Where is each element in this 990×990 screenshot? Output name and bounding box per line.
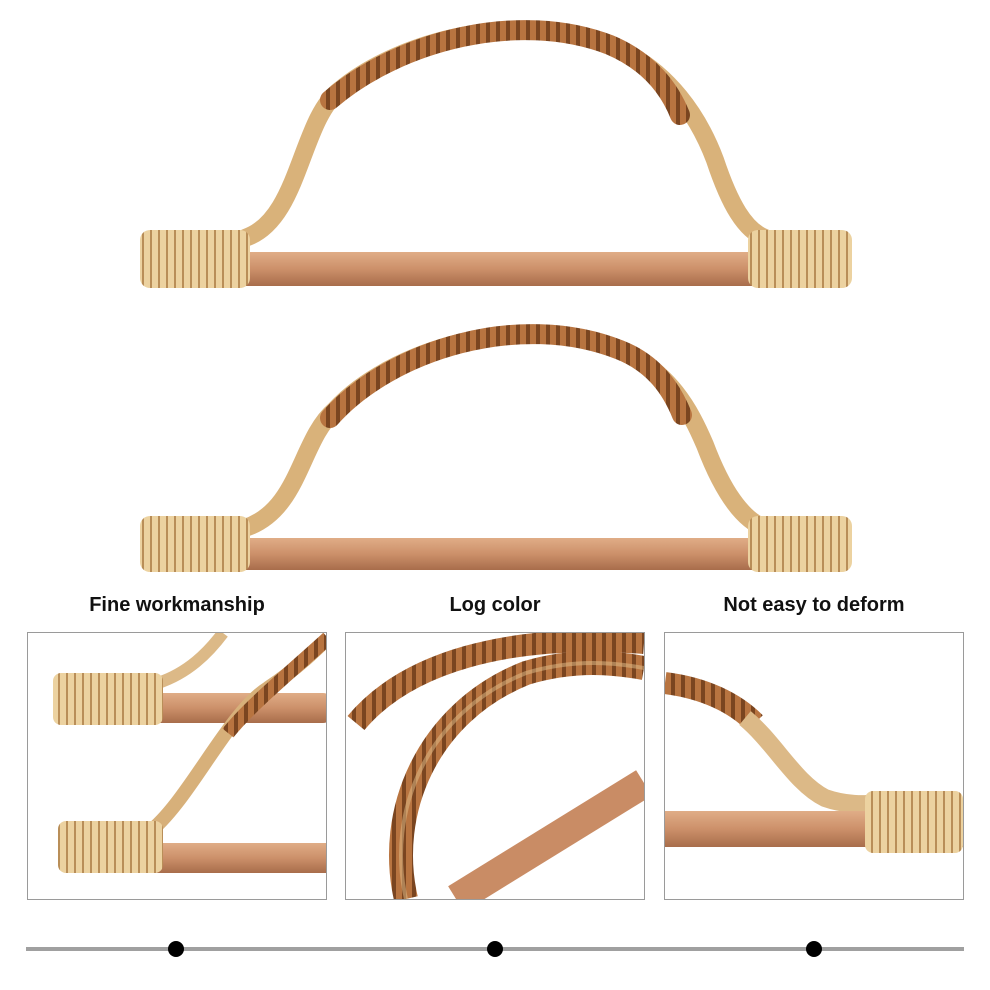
rattan-handle-illustration: [140, 324, 852, 572]
indicator-dot-1[interactable]: [168, 941, 184, 957]
left-binding: [140, 516, 250, 572]
carousel-indicator: [26, 941, 964, 957]
handle-arch: [236, 20, 774, 247]
wooden-bar: [448, 770, 644, 899]
handle-arch: [739, 711, 877, 814]
indicator-dot-3[interactable]: [806, 941, 822, 957]
handle-arch-wrap: [320, 324, 692, 428]
wooden-bar: [140, 538, 852, 570]
binding: [53, 673, 163, 725]
handle-arch-wrap: [222, 633, 326, 738]
right-binding: [748, 516, 852, 572]
right-binding: [748, 230, 852, 288]
rattan-handle-illustration: [140, 20, 852, 288]
handle-image-top: [0, 0, 990, 300]
wooden-bar: [140, 252, 852, 286]
handle-arch: [155, 633, 228, 689]
feature-caption-not-easy-to-deform: Not easy to deform: [723, 594, 905, 616]
feature-caption-log-color: Log color: [449, 594, 541, 616]
handle-arch: [236, 324, 774, 537]
handle-arch-wrap: [320, 20, 690, 125]
handle-arch-wrap: [665, 672, 763, 731]
left-binding: [140, 230, 250, 288]
feature-caption-workmanship: Fine workmanship: [89, 594, 265, 616]
binding: [865, 791, 963, 853]
handle-image-bottom: [0, 300, 990, 590]
feature-image-workmanship: [27, 632, 327, 900]
handle-arch-wrap: [347, 633, 644, 731]
feature-image-not-easy-to-deform: [664, 632, 964, 900]
indicator-dot-2[interactable]: [487, 941, 503, 957]
binding: [58, 821, 163, 873]
handle-arch-wrap: [399, 661, 644, 899]
feature-image-log-color: [345, 632, 645, 900]
